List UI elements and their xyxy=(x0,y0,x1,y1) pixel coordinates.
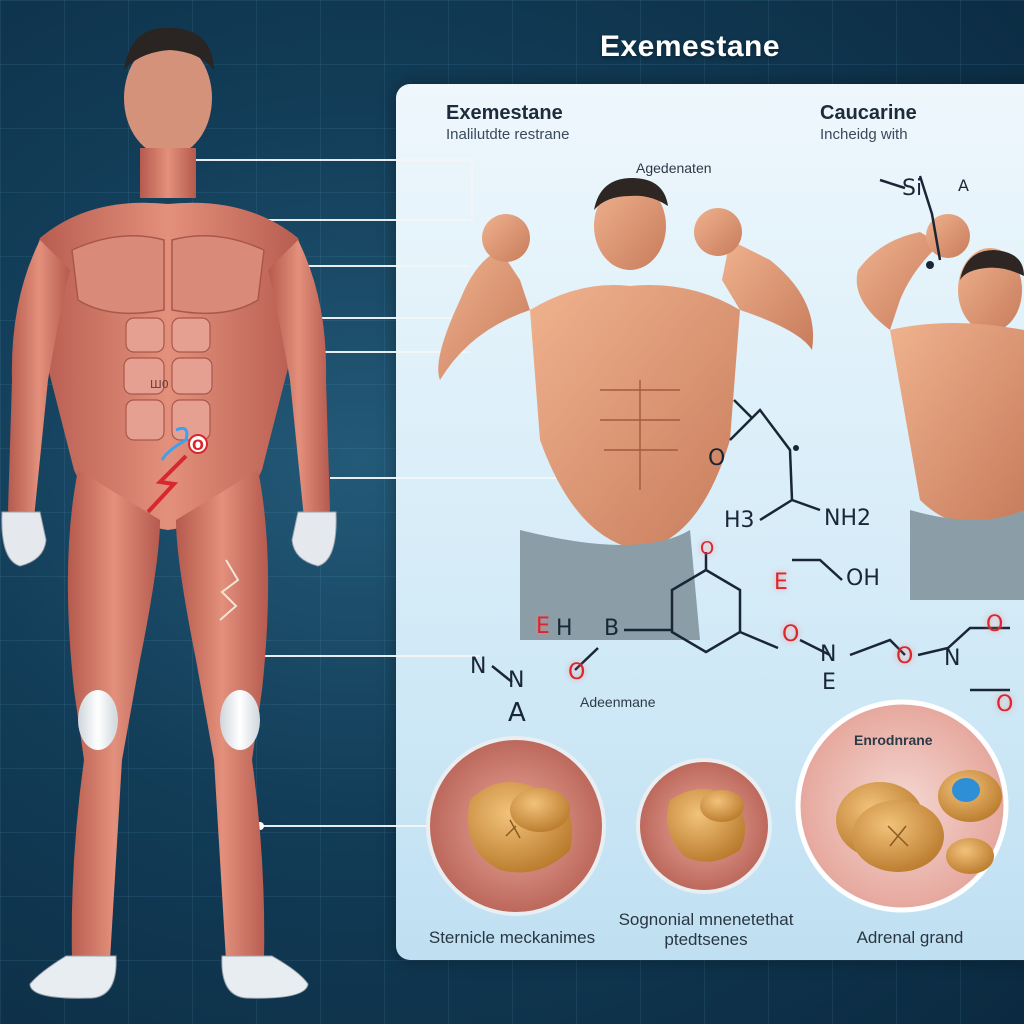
atom-e-left: E xyxy=(536,614,550,639)
atom-na: N xyxy=(508,668,525,693)
nerve-icon xyxy=(160,426,189,461)
figure-left-hand xyxy=(1,511,47,567)
atom-oh: OH xyxy=(846,566,880,591)
flexing-man-center xyxy=(438,178,814,640)
atom-n-mid: N xyxy=(820,642,837,667)
marker-letter: O xyxy=(192,438,204,454)
molecule-label: Adeenmane xyxy=(580,694,656,710)
inset3-label: Enrodnrane xyxy=(854,732,933,748)
figure-knee xyxy=(220,690,260,750)
connector-line xyxy=(170,159,473,221)
atom-n-left: N xyxy=(470,654,487,679)
atom-o-right: O xyxy=(896,644,914,669)
caption-middle: Sognonial mnenetethat ptedtsenes xyxy=(618,910,794,949)
pain-marker-icon xyxy=(146,454,188,514)
figure-pectoral xyxy=(71,235,165,315)
atom-h3: H3 xyxy=(724,508,755,533)
inset-right xyxy=(795,699,1009,913)
atom-n-right: N xyxy=(944,646,961,671)
atom-si: Si xyxy=(902,176,923,201)
atom-b-left: B xyxy=(604,616,620,641)
thigh-mark xyxy=(219,559,240,621)
atom-o-left: O xyxy=(568,660,586,685)
figure-left-arm xyxy=(8,240,70,523)
col1-title: Exemestane xyxy=(446,102,563,124)
flexing-man-right xyxy=(856,214,1024,600)
atom-e-low: E xyxy=(822,670,836,695)
atom-o-far2: O xyxy=(996,692,1014,717)
figure-knee xyxy=(78,690,118,750)
atom-o: O xyxy=(708,446,726,471)
figure-right-hand xyxy=(291,511,337,567)
figure-head xyxy=(124,40,212,156)
abdomen-label: Ш0 xyxy=(150,378,169,391)
col2-title: Caucarine xyxy=(820,102,917,124)
figure-hair xyxy=(124,27,214,70)
col1-subtitle: Inalilutdte restrane xyxy=(446,126,570,143)
figure-left-foot xyxy=(29,955,117,999)
atom-a-left: A xyxy=(508,698,526,728)
col2-subtitle: Incheidg with xyxy=(820,126,908,143)
inset-middle xyxy=(636,758,772,894)
atom-o-ring: O xyxy=(700,538,715,559)
caption-right: Adrenal grand xyxy=(856,928,964,947)
figure-right-foot xyxy=(221,955,309,999)
molecule-bonds xyxy=(491,175,1010,692)
atom-nh2: NH2 xyxy=(824,506,871,531)
atom-o-far: O xyxy=(986,612,1004,637)
atom-a-top: A xyxy=(958,176,969,195)
atom-h-left: H xyxy=(556,616,573,641)
main-title: Exemestane xyxy=(599,30,781,63)
figure-neck xyxy=(140,148,196,198)
molecule-dot xyxy=(793,445,799,451)
atom-o-mid: O xyxy=(782,622,800,647)
molecule-dot xyxy=(926,261,934,269)
marker-circle xyxy=(188,434,208,454)
figure-right-arm xyxy=(268,240,330,523)
figure-pectoral xyxy=(171,235,265,315)
atom-e-mid: E xyxy=(774,570,788,595)
figure-abdominals xyxy=(123,317,213,441)
caption-left: Sternicle meckanimes xyxy=(428,928,596,947)
inset-left xyxy=(426,736,606,916)
figure-label: Agedenaten xyxy=(636,160,712,176)
